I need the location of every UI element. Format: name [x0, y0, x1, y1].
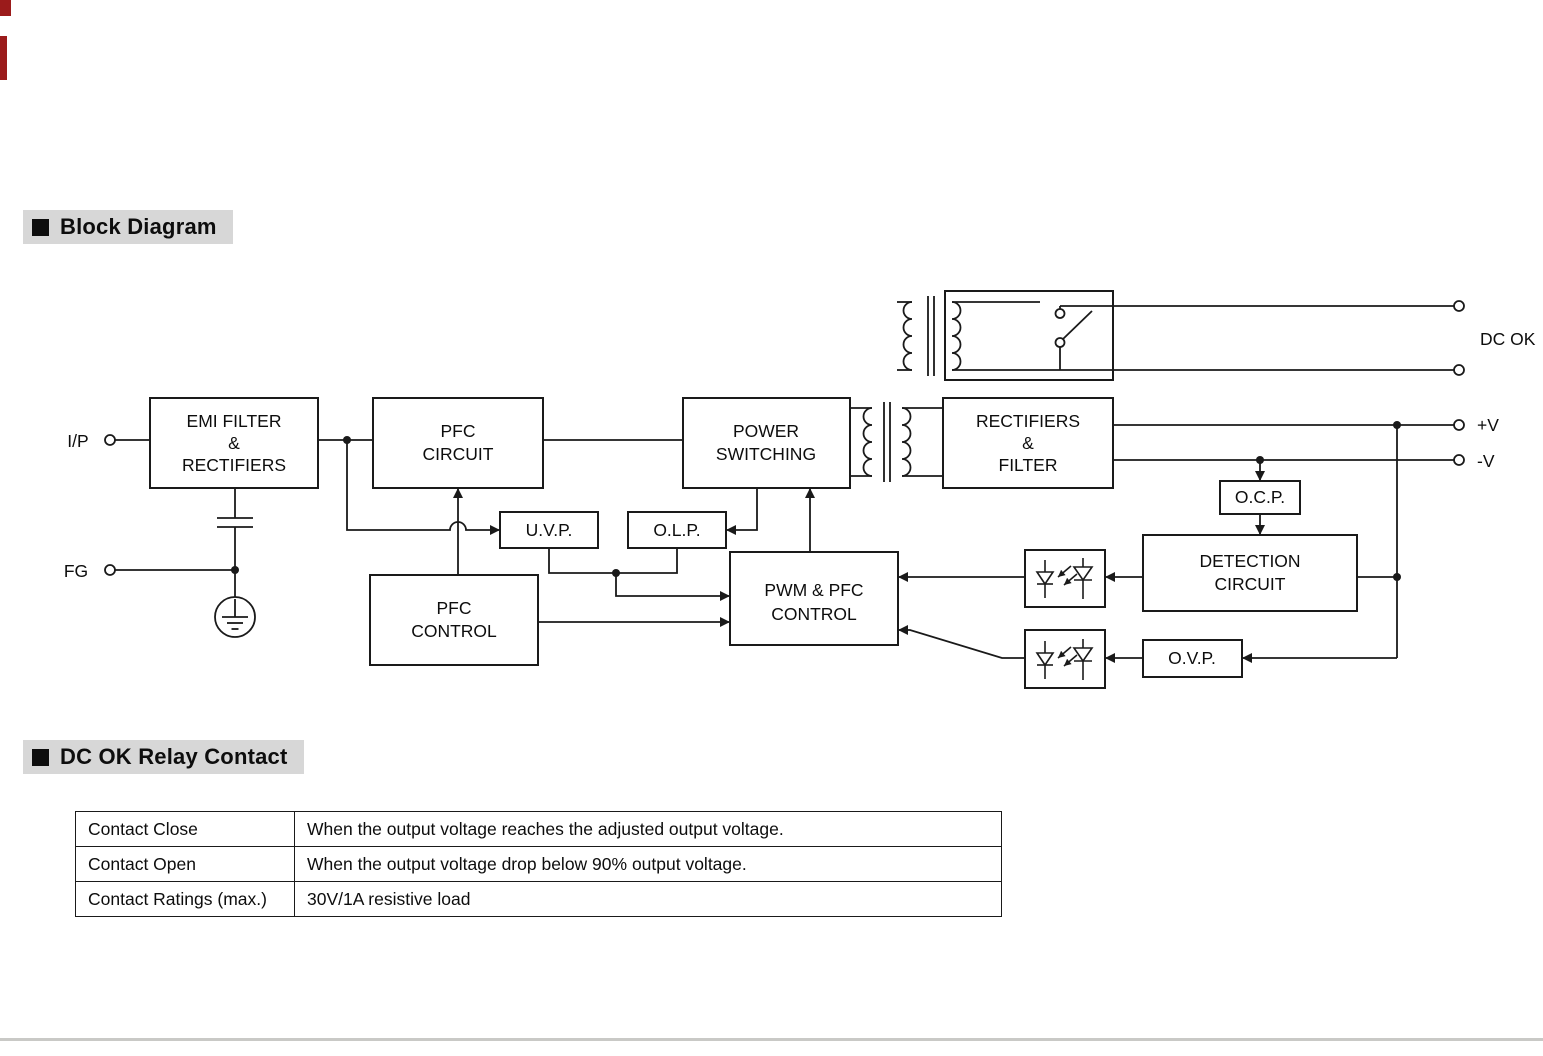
emi-box-label: & [228, 433, 240, 453]
power-switching-label: SWITCHING [716, 444, 816, 464]
table-cell-value: 30V/1A resistive load [294, 881, 1002, 917]
optocoupler-1-box [1024, 549, 1106, 608]
scan-artifact-mark [0, 36, 7, 80]
power-switching-label: POWER [733, 421, 799, 441]
v-plus-label: +V [1477, 415, 1499, 435]
rectifiers-filter-label: FILTER [999, 455, 1058, 475]
rectifiers-filter-box [942, 397, 1114, 489]
dc-ok-terminal-bottom [1453, 364, 1465, 376]
junction-dots [231, 421, 1401, 581]
uvp-label: U.V.P. [526, 520, 573, 540]
ovp-label: O.V.P. [1168, 648, 1216, 668]
power-switching-box [682, 397, 851, 489]
section-marker-icon [32, 218, 49, 236]
olp-label: O.L.P. [653, 520, 700, 540]
scan-artifact-mark [0, 0, 11, 16]
ocp-box [1219, 480, 1301, 515]
pwm-pfc-control-label: PWM & PFC [764, 580, 863, 600]
dc-ok-label: DC OK [1480, 329, 1536, 349]
section-title-dc-ok-relay-contact: DC OK Relay Contact [60, 744, 288, 769]
pfc-circuit-box [372, 397, 544, 489]
rectifiers-filter-label: & [1022, 433, 1034, 453]
table-row: Contact Ratings (max.) 30V/1A resistive … [75, 881, 1002, 917]
table-row: Contact Open When the output voltage dro… [75, 846, 1002, 882]
optocoupler-2-icon [1035, 639, 1094, 680]
pfc-circuit-label: PFC [441, 421, 476, 441]
pwm-pfc-control-label: CONTROL [771, 604, 857, 624]
section-header-block-diagram: Block Diagram [23, 210, 233, 244]
input-terminal [104, 434, 116, 446]
dc-ok-relay-box [944, 290, 1114, 381]
pfc-control-box [369, 574, 539, 666]
diagram-labels: EMI FILTER & RECTIFIERS PFC CIRCUIT POWE… [64, 329, 1536, 668]
dc-ok-relay-table: Contact Close When the output voltage re… [75, 811, 1002, 917]
table-row: Contact Close When the output voltage re… [75, 811, 1002, 847]
table-cell-label: Contact Close [75, 811, 295, 847]
section-title-block-diagram: Block Diagram [60, 214, 217, 239]
ocp-label: O.C.P. [1235, 487, 1285, 507]
v-plus-terminal [1453, 419, 1465, 431]
terminals [104, 300, 1465, 576]
ovp-box [1142, 639, 1243, 678]
optocoupler-1-icon [1035, 558, 1094, 599]
fg-terminal-label: FG [64, 561, 88, 581]
pfc-control-label: CONTROL [411, 621, 497, 641]
emi-box-label: RECTIFIERS [182, 455, 286, 475]
input-terminal-label: I/P [67, 431, 88, 451]
emi-filter-rectifiers-box [149, 397, 319, 489]
diagram-boxes [149, 290, 1358, 689]
dc-ok-terminal-top [1453, 300, 1465, 312]
pfc-circuit-label: CIRCUIT [423, 444, 494, 464]
detection-circuit-label: CIRCUIT [1215, 574, 1286, 594]
table-cell-label: Contact Open [75, 846, 295, 882]
v-minus-terminal [1453, 454, 1465, 466]
emi-box-label: EMI FILTER [187, 411, 282, 431]
detection-circuit-box [1142, 534, 1358, 612]
pfc-control-label: PFC [437, 598, 472, 618]
v-minus-label: -V [1477, 451, 1495, 471]
fg-terminal [104, 564, 116, 576]
uvp-box [499, 511, 599, 549]
table-cell-value: When the output voltage reaches the adju… [294, 811, 1002, 847]
table-cell-value: When the output voltage drop below 90% o… [294, 846, 1002, 882]
detection-circuit-label: DETECTION [1199, 551, 1300, 571]
relay-contact-icon [1054, 308, 1066, 348]
rectifiers-filter-label: RECTIFIERS [976, 411, 1080, 431]
optocoupler-2-box [1024, 629, 1106, 689]
page-bottom-edge [0, 1038, 1543, 1041]
section-header-dc-ok-relay-contact: DC OK Relay Contact [23, 740, 304, 774]
section-marker-icon [32, 748, 49, 766]
table-cell-label: Contact Ratings (max.) [75, 881, 295, 917]
pwm-pfc-control-box [729, 551, 899, 646]
